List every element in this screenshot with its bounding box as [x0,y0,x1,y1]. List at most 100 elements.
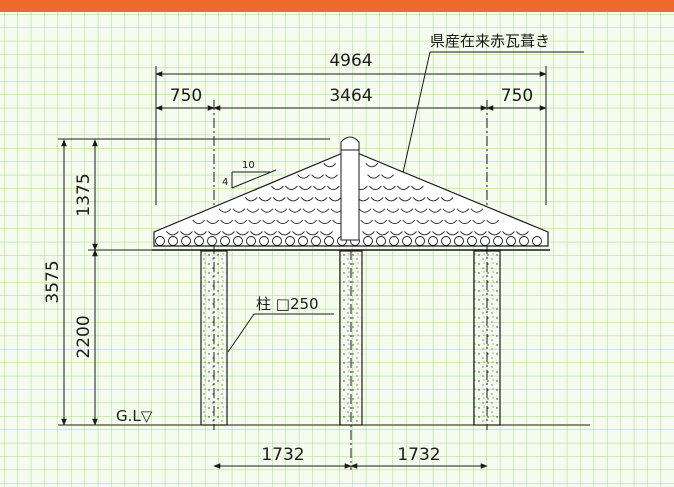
roof-tile [486,219,500,225]
roof-tile [442,208,456,213]
roof-tile [327,185,340,190]
roof-tile [402,219,416,225]
roof-tile [264,231,277,236]
eave-tile-end [506,236,516,246]
roof-tile [383,185,396,190]
roof-tile [285,185,298,190]
roof-tile [306,231,319,236]
roof-tile [390,231,403,236]
roof-tile [370,197,384,202]
dim-span: 3464 [329,86,372,106]
roof-tile [411,185,424,190]
eave-tile-end [155,236,165,246]
roof-tile [372,208,386,213]
roof-tile [446,231,459,236]
slope-rise: 4 [222,177,228,188]
eave-tile-end [272,236,282,246]
roof-tile [208,231,221,236]
eave-tile-end [285,236,295,246]
eave-tile-end [441,236,451,246]
eave-tile-end [376,236,386,246]
roof-tile [222,231,235,236]
roof-tile [325,174,338,179]
roof [152,136,550,251]
eave-tile-end [181,236,191,246]
roof-tile [388,219,402,225]
eave-tile-end [519,236,529,246]
roof-tile [292,231,305,236]
roof-tile [271,185,284,190]
eave-tile-end [298,236,308,246]
roof-tile [192,219,206,225]
roof-tile [386,208,400,213]
roof-tile [278,231,291,236]
eave-tile-end [194,236,204,246]
roof-tile [384,197,398,202]
roof-tile [299,185,312,190]
eave-tile-end [363,236,373,246]
roof-tile [250,231,263,236]
roof-tile [244,197,258,202]
roof-tile [276,219,290,225]
slope-run: 10 [242,160,255,171]
roof-tile [314,197,328,202]
roof-tile [290,219,304,225]
columns [200,250,501,426]
roof-tile [472,219,486,225]
roof-tile [288,208,302,213]
roof-tile [460,231,473,236]
roof-tile [397,185,410,190]
roof-tile [274,208,288,213]
dim-right-overhang: 750 [501,86,533,106]
roof-tile [248,219,262,225]
roof-tile [358,208,372,213]
column-center [339,250,363,426]
eave-tile-end [467,236,477,246]
roof-tile [400,208,414,213]
roof-tile [428,208,442,213]
roof-tile [304,219,318,225]
roof-tile [374,219,388,225]
roof-tile [418,231,431,236]
eave-tile-end [246,236,256,246]
eave-tile-end [389,236,399,246]
roof-tile [258,197,272,202]
roof-tile [470,208,484,213]
roof-tile [362,231,375,236]
eave-tile-end [415,236,425,246]
roof-tile [360,219,374,225]
roof-tile [516,231,529,236]
eave-tile-end [220,236,230,246]
top-accent-bar [0,0,674,12]
eave-tile-end [324,236,334,246]
eave-tile-end [207,236,217,246]
eave-tile-end [493,236,503,246]
roof-tile [316,208,330,213]
roof-tile [323,163,337,168]
eave-tile-end [532,236,542,246]
roof-tile [180,231,193,236]
roof-tile [416,219,430,225]
column-right [473,250,501,426]
roof-tile [328,197,342,202]
roof-label-leader [399,51,584,187]
roof-tile [432,231,445,236]
column-left [200,250,228,426]
roof-tile [414,208,428,213]
roof-tile [262,219,276,225]
roof-tile [369,185,382,190]
roof-tile [456,208,470,213]
roof-tile [458,219,472,225]
roof-tile [404,231,417,236]
roof-tile [272,197,286,202]
eave-tile-end [480,236,490,246]
roof-tile [398,197,412,202]
column-label-leader [227,313,334,353]
roof-tile [440,197,454,202]
roof-tile [234,219,248,225]
roof-tile [302,208,316,213]
roof-tile [206,219,220,225]
slope-indicator [231,169,277,189]
dim-total-height: 3575 [43,260,63,303]
column-size-label: 柱 □250 [256,295,319,313]
